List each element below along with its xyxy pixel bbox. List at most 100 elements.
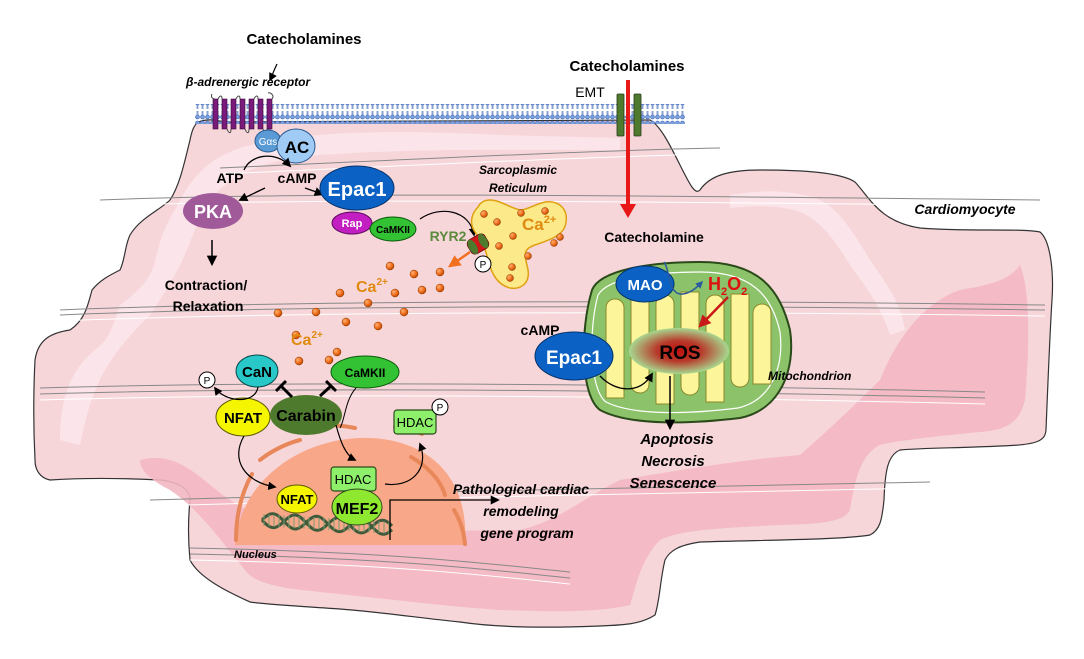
mef2-label: MEF2 [336, 501, 379, 518]
calcium-ion [324, 355, 334, 365]
rap-node [331, 211, 373, 235]
camp-to-epac-arrow [304, 187, 324, 196]
hdac-nuc-label: HDAC [335, 472, 372, 487]
can-node [235, 354, 279, 388]
carabin-node [270, 395, 342, 435]
beta-receptor-label: β-adrenergic receptor [185, 75, 311, 89]
sr-label-line1: Sarcoplasmic [479, 163, 557, 177]
mitochondrion-label: Mitochondrion [768, 369, 851, 383]
catecholamines-left-arrow [269, 63, 278, 82]
calcium-ion [506, 274, 514, 282]
can-label: CaN [242, 364, 272, 381]
sr-label-line2: Reticulum [489, 181, 547, 195]
camp-to-pka-arrow [238, 187, 266, 201]
ros-node [629, 328, 729, 374]
calcium-ion [291, 330, 301, 340]
can-dephospho-arrow [214, 386, 259, 401]
cardiomyocyte-label: Cardiomyocyte [914, 201, 1015, 217]
gene-program-line1: Pathological cardiac [453, 481, 589, 497]
calcium-ion [273, 308, 283, 318]
mao-to-h2o2-arrow [663, 261, 704, 295]
camp-mito-label: cAMP [521, 322, 560, 338]
emt-label: EMT [575, 84, 605, 100]
calcium-ion [435, 267, 445, 277]
hdac-cyto-label: HDAC [397, 415, 434, 430]
camkii-to-nucleus-line [339, 387, 357, 429]
carabin-inhibits-camkii [318, 379, 338, 398]
carabin-inhibits-can [274, 379, 294, 399]
nucleus-label: Nucleus [234, 549, 277, 561]
relaxation-label: Relaxation [173, 298, 244, 314]
crista [752, 303, 772, 385]
calcium-ion [363, 298, 373, 308]
calcium-ion [385, 261, 395, 271]
crista [730, 293, 750, 388]
phospho-ryr2-icon [474, 255, 492, 273]
epac1-mito-label: Epac1 [546, 348, 602, 369]
ac-node [276, 128, 316, 164]
calcium-ion [493, 218, 501, 226]
phospho-hdac-icon [431, 398, 449, 416]
epac1-to-ros-arrow [599, 372, 653, 390]
camkii-top-node [369, 216, 417, 242]
nfat-nuc-label: NFAT [281, 492, 314, 507]
sr-calcium-dots [480, 207, 564, 282]
cell-highlight-ribbon-right [730, 191, 905, 335]
cell-membrane [195, 104, 685, 124]
catecholamines-left-label: Catecholamines [246, 31, 361, 48]
carabin-label: Carabin [276, 408, 336, 425]
beta-adrenergic-receptor [210, 92, 274, 145]
camkii-top-label: CaMKII [376, 225, 410, 236]
calcium-ion [390, 288, 400, 298]
nfat-cyto-label: NFAT [224, 410, 262, 427]
gene-program-line3: gene program [479, 525, 573, 541]
calcium-ion [335, 288, 345, 298]
mef2-node [331, 488, 383, 526]
ca-cyto-label-1: Ca2+ [356, 277, 388, 296]
epac1-top-label: Epac1 [328, 179, 387, 201]
nfat-to-nucleus-arrow [238, 435, 277, 491]
striations [39, 147, 1046, 585]
ac-label: AC [285, 138, 310, 157]
phospho-nfat-icon [198, 371, 216, 389]
pka-label: PKA [194, 202, 232, 222]
gene-program-line2: remodeling [483, 503, 559, 519]
epac1-mito-node [534, 331, 614, 381]
calcium-ion [517, 209, 525, 217]
calcium-ion [373, 321, 383, 331]
camkii-bottom-label: CaMKII [345, 366, 386, 380]
atp-to-camp-arrow [243, 155, 292, 171]
cytosolic-calcium-dots [244, 261, 445, 366]
outcome-senescence: Senescence [630, 475, 717, 492]
hdac-cyto-node [393, 409, 437, 435]
phospho-hdac-label: P [437, 403, 444, 414]
outcome-apoptosis: Apoptosis [639, 431, 713, 448]
calcium-ion [294, 356, 304, 366]
catecholamine-label: Catecholamine [604, 229, 704, 245]
h2o2-to-ros-arrow [698, 296, 729, 328]
calcium-ion [409, 269, 419, 279]
atp-label: ATP [217, 170, 244, 186]
mao-label: MAO [628, 277, 663, 294]
ca-cyto-label-2: Ca2+ [291, 330, 323, 349]
calcium-ion [556, 233, 564, 241]
emt-channel-right [633, 93, 642, 137]
nfat-cyto-node [215, 397, 271, 437]
camp-top-label: cAMP [278, 170, 317, 186]
calcium-ion [509, 232, 517, 240]
ryr2-channel [466, 233, 490, 255]
hdac-export-arrow [384, 442, 427, 486]
cell-dark-band [140, 265, 1029, 612]
h2o2-label: H2O2 [708, 274, 747, 298]
crista [605, 298, 625, 399]
calcium-ion [495, 242, 503, 250]
ryr2-label: RYR2 [430, 228, 467, 244]
ca-sr-label: Ca2+ [522, 214, 556, 234]
calcium-ion [341, 317, 351, 327]
epac1-top-node [319, 165, 395, 211]
calcium-ion [541, 207, 549, 215]
emt-channel-left [616, 93, 625, 137]
pka-node [183, 193, 243, 229]
